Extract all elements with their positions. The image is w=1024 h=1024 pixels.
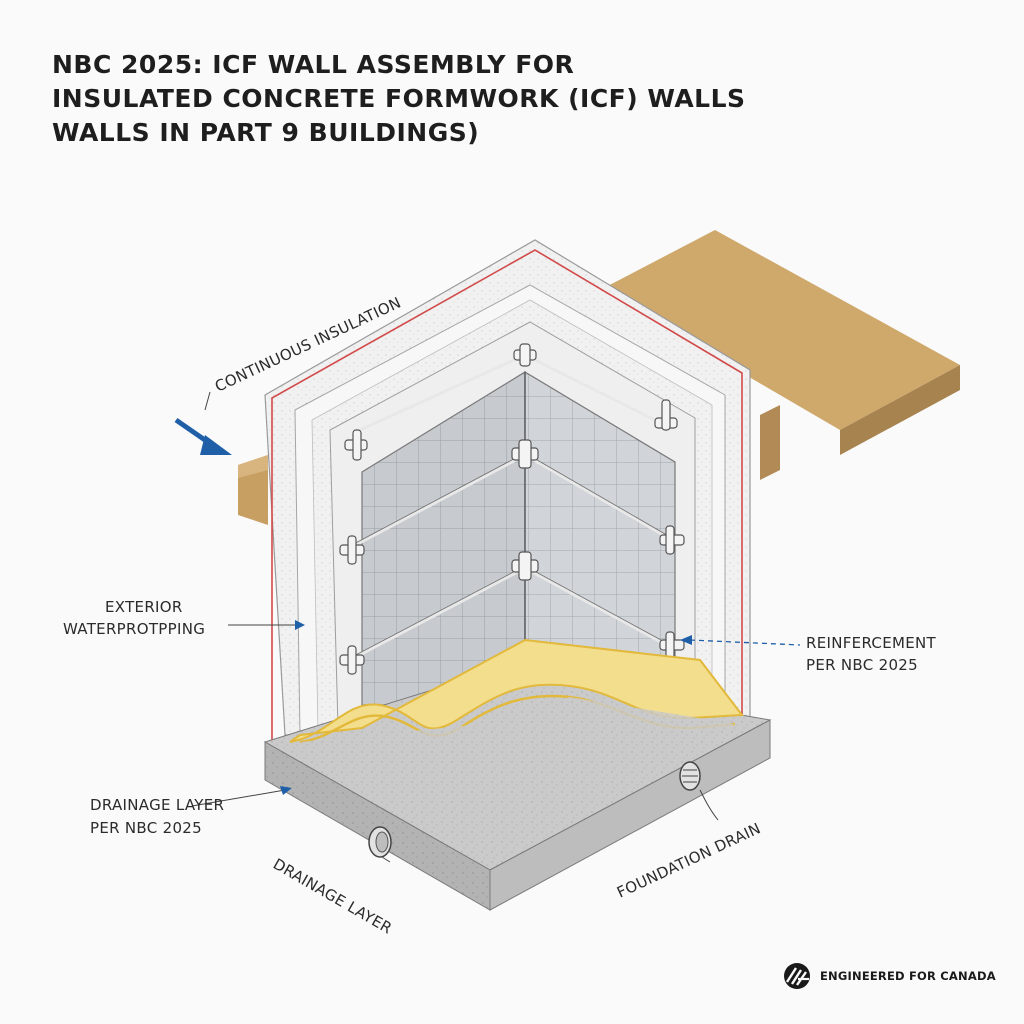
tie-clip [339, 645, 365, 675]
stripe-logo-icon [784, 963, 810, 989]
timber-floor [238, 230, 960, 525]
label-exterior-waterproofing-2: WATERPROTPPING [63, 620, 205, 638]
rebar [349, 353, 673, 662]
reinforcement-leader [680, 635, 801, 646]
label-drainage-layer: DRAINAGE LAYER [270, 855, 395, 938]
label-drainage-nbc-1: DRAINAGE LAYER [90, 796, 224, 814]
label-reinforcement-2: PER NBC 2025 [806, 656, 918, 674]
brand-text: ENGINEERED FOR CANADA [820, 969, 996, 983]
diagram-title: NBC 2025: ICF WALL ASSEMBLY FOR INSULATE… [52, 48, 952, 150]
concrete-core [361, 370, 676, 730]
foundation-drain-pipe [679, 761, 701, 791]
title-line-3: WALLS IN PART 9 BUILDINGS) [52, 118, 480, 147]
title-line-1: NBC 2025: ICF WALL ASSEMBLY FOR [52, 50, 575, 79]
form-ties [339, 343, 685, 675]
foundation-base [263, 638, 772, 911]
tie-clip [654, 399, 678, 431]
tie-clip [659, 631, 685, 661]
insulation-arrow-icon [174, 417, 232, 455]
waterproofing-arrow [295, 620, 305, 630]
label-reinforcement-1: REINFERCEMENT [806, 634, 937, 652]
tie-clip [339, 535, 365, 565]
leader-lines [191, 391, 719, 863]
label-drainage-nbc-2: PER NBC 2025 [90, 819, 202, 837]
drainage-arrow [280, 786, 292, 795]
label-exterior-waterproofing-1: EXTERIOR [105, 598, 183, 616]
rebar-outline [349, 452, 673, 659]
drain-pipe-left [368, 826, 392, 858]
tie-clip [513, 343, 537, 367]
title-line-2: INSULATED CONCRETE FORMWORK (ICF) WALLS [52, 84, 746, 113]
tie-clip [344, 429, 368, 461]
brand: ENGINEERED FOR CANADA [782, 960, 996, 992]
tie-clip [659, 525, 685, 555]
tie-clip [511, 551, 539, 581]
label-foundation-drain: FOUNDATION DRAIN [614, 819, 763, 901]
tie-clip [511, 439, 539, 469]
